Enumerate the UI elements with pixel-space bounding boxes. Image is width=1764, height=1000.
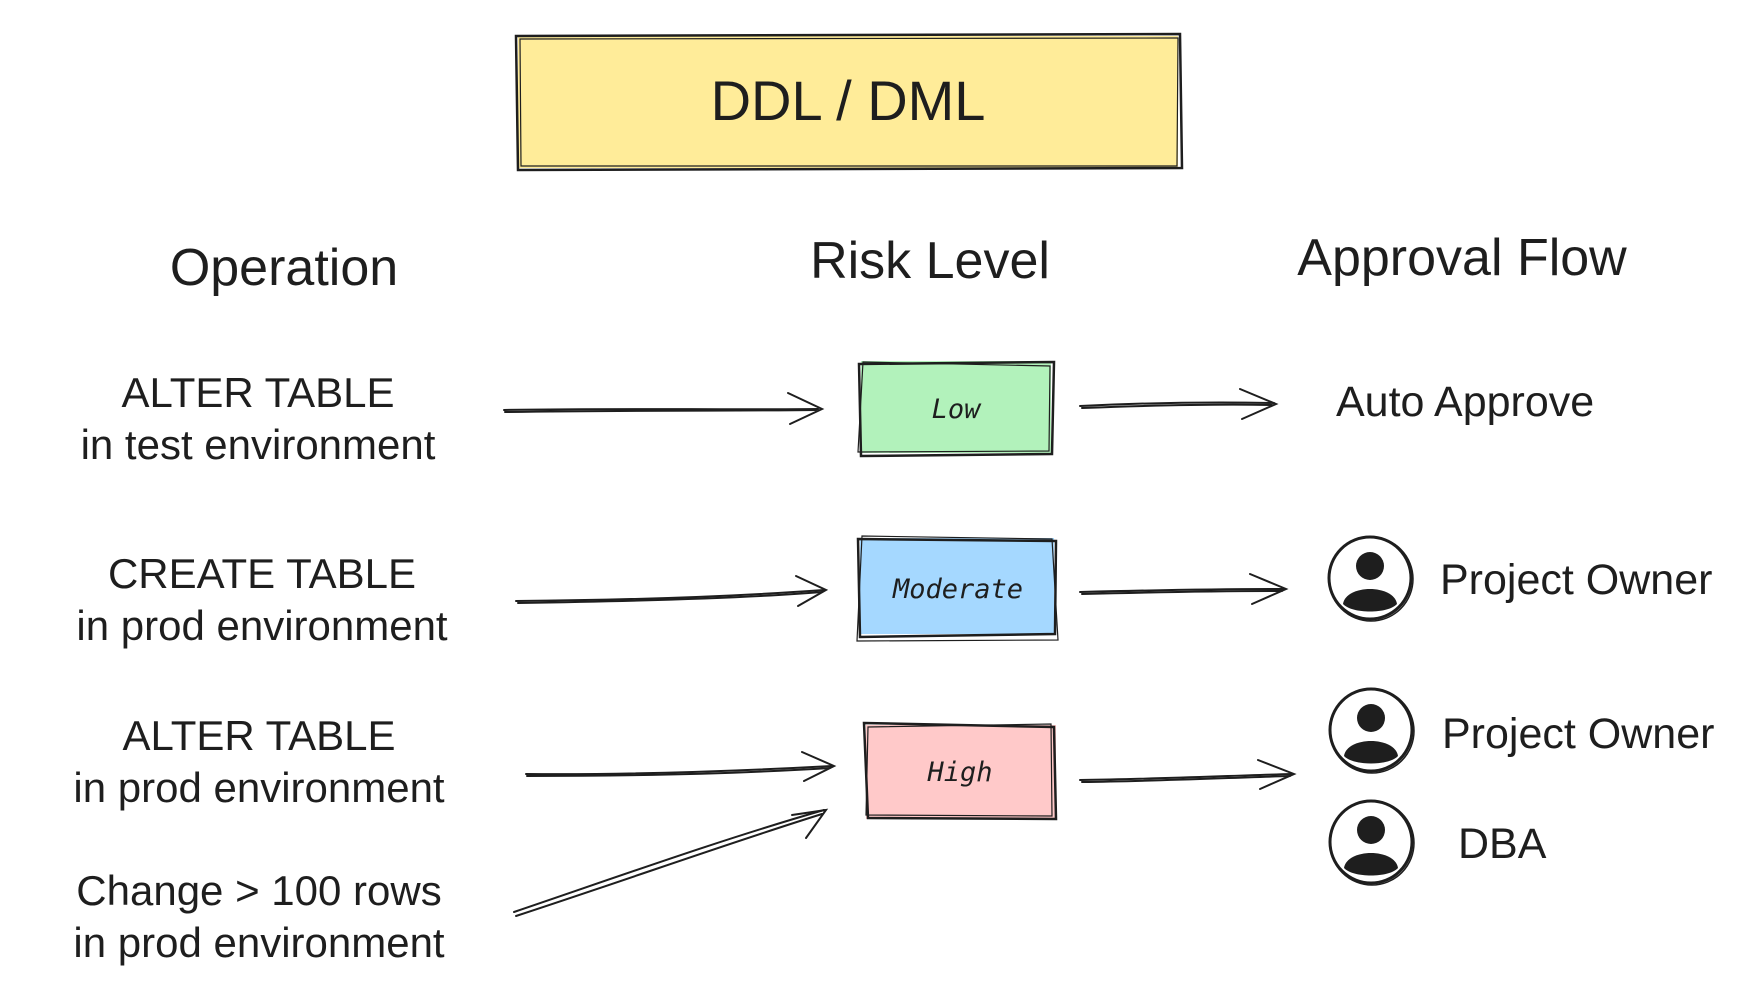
risk-label-high: High (926, 757, 992, 788)
page-title: DDL / DML (711, 69, 986, 132)
arrow-icon (525, 751, 837, 782)
risk-label-low: Low (932, 394, 983, 425)
operation-create-prod: CREATE TABLE in prod environment (76, 550, 448, 649)
operation-line-1: Change > 100 rows (76, 867, 441, 914)
column-header-risk-level: Risk Level (810, 232, 1050, 290)
risk-box-high: High (862, 721, 1058, 821)
approver-project-owner-high: Project Owner (1328, 687, 1714, 775)
column-header-operation: Operation (170, 239, 398, 297)
arrow-icon (1079, 573, 1289, 605)
arrow-icon (1079, 759, 1297, 790)
approver-name: Project Owner (1440, 556, 1712, 604)
approval-auto-approve: Auto Approve (1336, 378, 1594, 426)
risk-box-low: Low (857, 360, 1056, 458)
operation-line-2: in prod environment (76, 602, 448, 649)
operation-change-rows-prod: Change > 100 rows in prod environment (73, 867, 445, 966)
operation-line-1: ALTER TABLE (121, 369, 394, 416)
operation-line-2: in test environment (81, 421, 436, 468)
risk-box-moderate: Moderate (856, 535, 1059, 642)
user-avatar-icon (1327, 535, 1415, 623)
approver-name: Project Owner (1442, 710, 1714, 758)
operation-alter-prod: ALTER TABLE in prod environment (73, 712, 445, 811)
operation-line-2: in prod environment (73, 919, 445, 966)
arrow-icon (503, 392, 825, 425)
user-avatar-icon (1328, 799, 1416, 887)
risk-label-moderate: Moderate (892, 574, 1023, 605)
approver-dba-high: DBA (1328, 799, 1547, 887)
approver-name: DBA (1458, 820, 1547, 868)
column-header-approval-flow: Approval Flow (1297, 229, 1627, 287)
approver-project-owner-moderate: Project Owner (1327, 535, 1712, 623)
title-box: DDL / DML (514, 32, 1184, 172)
arrow-icon (1079, 388, 1279, 420)
operation-line-1: ALTER TABLE (122, 712, 395, 759)
arrow-icon (513, 808, 829, 917)
user-avatar-icon (1328, 687, 1416, 775)
arrows-operation-to-risk (503, 392, 837, 917)
operation-alter-test: ALTER TABLE in test environment (81, 369, 436, 468)
operation-line-2: in prod environment (73, 764, 445, 811)
operation-line-1: CREATE TABLE (108, 550, 416, 597)
arrow-icon (515, 575, 829, 607)
arrows-risk-to-approval (1079, 388, 1297, 790)
